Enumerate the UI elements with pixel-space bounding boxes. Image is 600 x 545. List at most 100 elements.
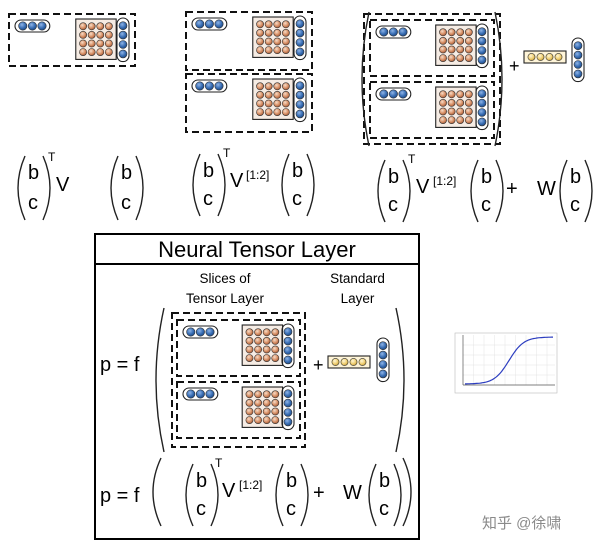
top-slice-diagram-2 <box>185 11 313 133</box>
brackets <box>17 153 593 527</box>
ntl-transpose: T <box>215 456 223 470</box>
orange-node <box>273 108 282 116</box>
ntl-c2: c <box>286 498 296 520</box>
orange-node <box>456 28 465 37</box>
neural-tensor-layer-panel: Neural Tensor Layer <box>94 233 420 540</box>
orange-node <box>264 37 273 46</box>
yellow-node <box>349 358 358 366</box>
yellow-node <box>536 53 545 61</box>
orange-node <box>79 39 87 48</box>
f3-bc3-right <box>584 159 593 223</box>
orange-node <box>264 20 273 29</box>
orange-node <box>87 39 96 48</box>
orange-node <box>464 37 473 45</box>
orange-node <box>245 390 254 399</box>
blue-node <box>295 19 305 29</box>
orange-node <box>447 37 456 45</box>
orange-node <box>254 398 262 407</box>
standard-layer-weights <box>327 355 371 369</box>
orange-node <box>87 48 96 56</box>
ntl-b2: b <box>286 470 298 492</box>
blue-node <box>295 90 305 100</box>
orange-node <box>447 54 456 62</box>
f2-V: V <box>230 170 244 192</box>
orange-node <box>456 116 465 124</box>
orange-node <box>245 416 254 424</box>
blue-node <box>283 408 293 417</box>
orange-node <box>256 37 264 46</box>
blue-node <box>18 21 28 31</box>
blue-node <box>398 89 408 99</box>
blue-node <box>477 36 487 46</box>
top-slice-diagram-1 <box>8 13 136 67</box>
orange-node <box>273 82 282 91</box>
orange-node <box>456 54 465 62</box>
orange-node <box>245 354 254 362</box>
orange-node <box>439 116 447 124</box>
yellow-node <box>545 53 554 61</box>
f1-b: b <box>28 162 40 184</box>
f2-bc2-right <box>306 153 315 217</box>
blue-node <box>379 89 389 99</box>
vector-bracket <box>475 23 489 69</box>
orange-node <box>96 39 105 48</box>
ntl-big-open-paren <box>155 307 165 453</box>
ntl-big-close-paren <box>395 307 405 453</box>
f2-superscript: [1:2] <box>246 168 270 182</box>
f1-bc2-left <box>110 155 119 221</box>
blue-node <box>283 327 293 337</box>
ntl-bc-left <box>185 463 194 527</box>
orange-node <box>281 37 290 46</box>
orange-node <box>439 37 447 45</box>
f3-bc-left <box>377 159 386 223</box>
slices-caption-line2: Tensor Layer <box>185 291 265 306</box>
vector-bracket <box>375 87 412 101</box>
ntl-p-eq-f-2: p = f <box>100 485 140 507</box>
blue-node <box>477 117 487 127</box>
f2-bc-left <box>192 153 201 217</box>
orange-node <box>447 107 456 116</box>
blue-node <box>283 346 293 355</box>
orange-node <box>256 20 264 29</box>
yellow-node <box>358 358 367 366</box>
orange-node <box>104 39 113 48</box>
orange-node <box>96 31 105 39</box>
f1-bc-right <box>42 155 51 221</box>
standard-layer-weights <box>523 50 567 64</box>
f2-c2: c <box>292 188 302 210</box>
orange-node <box>264 46 273 54</box>
orange-node <box>245 328 254 337</box>
f1-V: V <box>56 174 70 196</box>
blue-node <box>477 46 487 55</box>
orange-node <box>439 99 447 107</box>
ntl-plus-2: + <box>313 482 325 504</box>
orange-node <box>254 416 262 424</box>
f3-superscript: [1:2] <box>433 174 457 188</box>
dashed-slice-box <box>185 11 313 71</box>
orange-node <box>281 82 290 91</box>
orange-node <box>254 354 262 362</box>
blue-node <box>118 49 128 59</box>
orange-node <box>262 328 271 337</box>
blue-node <box>573 60 583 69</box>
vector-bracket <box>293 77 307 123</box>
blue-node <box>27 21 37 31</box>
ntl-bc-right <box>210 463 219 527</box>
orange-node <box>273 46 282 54</box>
orange-node <box>271 407 280 416</box>
blue-node <box>205 389 215 399</box>
orange-node <box>456 45 465 54</box>
ntl-W: W <box>343 482 362 504</box>
standard-caption: Standard Layer <box>315 269 400 309</box>
blue-node <box>186 389 196 399</box>
ntl-bc2-left <box>275 463 284 527</box>
orange-node <box>254 345 262 354</box>
vector-bracket <box>182 325 219 339</box>
vector-bracket <box>191 79 228 93</box>
orange-node <box>447 116 456 124</box>
orange-node <box>273 20 282 29</box>
blue-node <box>477 89 487 98</box>
orange-node <box>96 22 105 31</box>
vector-bracket <box>293 15 307 61</box>
ntl-p-eq-f-1: p = f <box>100 354 140 376</box>
